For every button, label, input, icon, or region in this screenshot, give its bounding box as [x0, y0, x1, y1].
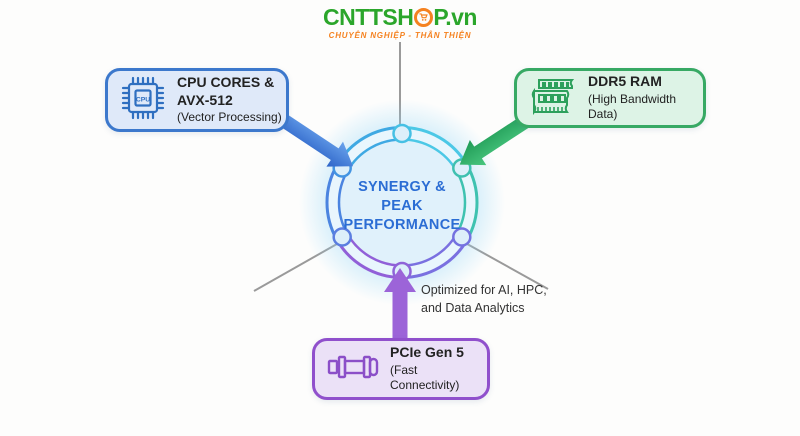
logo-text-right: P.vn — [433, 4, 477, 30]
cpu-chip-icon: CPU — [120, 75, 166, 126]
ram-box-title: DDR5 RAM — [588, 73, 662, 90]
logo-text-left: CNTTSH — [323, 4, 414, 30]
cart-icon — [413, 8, 433, 27]
ram-feature-box: DDR5 RAM (High Bandwidth Data) — [514, 68, 706, 128]
cpu-box-title: CPU CORES & AVX-512 — [177, 74, 275, 108]
hub-node-lower-left — [332, 227, 352, 247]
optimization-note: Optimized for AI, HPC, and Data Analytic… — [421, 281, 547, 317]
cpu-feature-box: CPU CPU CORES & AVX-512 (Vector Processi… — [105, 68, 289, 132]
pcie-feature-box: PCIe Gen 5 (Fast Connectivity) — [312, 338, 490, 400]
logo: CNTTSH P.vn CHUYÊN NGHIỆP - THÂN THIỆN — [0, 6, 800, 41]
hub-title-line-1: SYNERGY & — [358, 179, 446, 195]
pcie-box-title: PCIe Gen 5 — [390, 344, 464, 361]
pcie-box-subtitle: (Fast Connectivity) — [390, 362, 460, 393]
svg-text:CPU: CPU — [136, 96, 150, 103]
cpu-box-subtitle: (Vector Processing) — [177, 110, 282, 125]
pcie-arrow — [384, 268, 416, 345]
hub-title-line-2: PEAK — [381, 198, 423, 214]
optimization-note-line-2: and Data Analytics — [421, 301, 525, 315]
logo-wordmark: CNTTSH P.vn — [323, 6, 477, 29]
hub-title-line-3: PERFORMANCE — [344, 217, 461, 233]
hub-node-lower-right — [452, 227, 472, 247]
ram-module-icon — [529, 76, 577, 121]
hub-inner-disc — [339, 139, 465, 266]
ram-box-subtitle: (High Bandwidth Data) — [588, 91, 677, 122]
hub-title: SYNERGY & PEAK PERFORMANCE — [344, 179, 461, 233]
pcie-connector-icon — [327, 349, 379, 390]
hub-node-top — [392, 123, 412, 144]
logo-tagline: CHUYÊN NGHIỆP - THÂN THIỆN — [328, 31, 472, 40]
optimization-note-line-1: Optimized for AI, HPC, — [421, 283, 547, 297]
